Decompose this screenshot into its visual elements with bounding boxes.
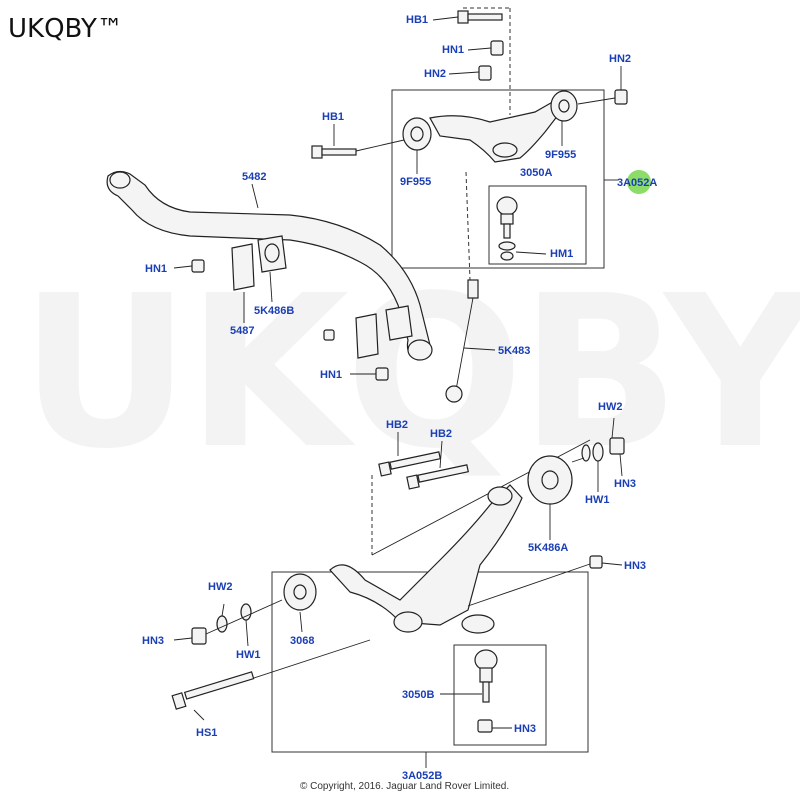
- washer-hw1-left: [216, 615, 228, 633]
- label-hn2-top: HN2: [424, 68, 446, 80]
- label-3050a: 3050A: [520, 167, 552, 179]
- nut-hn1-mid: [191, 259, 205, 273]
- label-hb2-left: HB2: [386, 419, 408, 431]
- label-9f955-left: 9F955: [400, 176, 431, 188]
- ball-joint-3050a: [496, 196, 518, 261]
- label-3a052b: 3A052B: [402, 770, 442, 782]
- bolt-hb1-left: [311, 145, 357, 159]
- label-hb1-top: HB1: [406, 14, 428, 26]
- ball-joint-box-upper: [488, 185, 587, 265]
- nut-hn1-low: [375, 367, 389, 381]
- upper-arm-box: [391, 89, 605, 269]
- label-hb1-left: HB1: [322, 111, 344, 123]
- nut-hn2-right: [614, 89, 628, 105]
- label-hn1-mid: HN1: [145, 263, 167, 275]
- label-hm1: HM1: [550, 248, 573, 260]
- nut-hn3-mid: [589, 555, 603, 569]
- ball-joint-3050b: [474, 649, 498, 733]
- link-5k483: [407, 279, 479, 403]
- label-3050b: 3050B: [402, 689, 434, 701]
- label-5k483: 5K483: [498, 345, 530, 357]
- upper-control-arm: [402, 90, 578, 163]
- label-hw2-left: HW2: [208, 581, 232, 593]
- label-hn3-mid: HN3: [624, 560, 646, 572]
- label-9f955-right: 9F955: [545, 149, 576, 161]
- label-hw1-right: HW1: [585, 494, 609, 506]
- bolt-hs1: [171, 671, 255, 710]
- bushing-3068: [283, 573, 317, 611]
- nut-hn3-left: [191, 627, 207, 645]
- label-hn3-left: HN3: [142, 635, 164, 647]
- lower-control-arm: [329, 484, 523, 634]
- label-5k486a: 5K486A: [528, 542, 568, 554]
- bolt-hb2-right: [406, 464, 469, 490]
- label-hw2-right: HW2: [598, 401, 622, 413]
- bracket-5487: [231, 243, 255, 291]
- nut-hn2-top: [478, 65, 492, 81]
- nut-hn1-second: [323, 329, 335, 341]
- ball-joint-box-lower: [453, 644, 547, 746]
- label-hb2-right: HB2: [430, 428, 452, 440]
- label-hw1-left: HW1: [236, 649, 260, 661]
- highlight-marker: [627, 170, 651, 194]
- label-hn3-low: HN3: [514, 723, 536, 735]
- copyright-text: © Copyright, 2016. Jaguar Land Rover Lim…: [300, 781, 510, 792]
- label-hs1: HS1: [196, 727, 217, 739]
- brand-logo: UKQBY™: [8, 14, 123, 44]
- bracket-5487-second: [355, 305, 413, 359]
- bolt-hb2-left: [378, 451, 441, 477]
- label-3a052a: 3A052A: [617, 177, 657, 189]
- label-5482: 5482: [242, 171, 266, 183]
- label-hn3-right: HN3: [614, 478, 636, 490]
- nut-hn3-right: [609, 437, 625, 455]
- label-hn1-top: HN1: [442, 44, 464, 56]
- nut-hn1-top: [490, 40, 504, 56]
- washer-hw1-right: [581, 444, 591, 462]
- label-hn1-low: HN1: [320, 369, 342, 381]
- label-5487: 5487: [230, 325, 254, 337]
- bolt-hb1-top: [457, 10, 503, 24]
- washer-hw2-right: [592, 442, 604, 462]
- bushing-5k486a: [527, 455, 573, 505]
- label-5k486b: 5K486B: [254, 305, 294, 317]
- label-hn2-right: HN2: [609, 53, 631, 65]
- label-3068: 3068: [290, 635, 314, 647]
- bushing-5k486b: [257, 235, 287, 273]
